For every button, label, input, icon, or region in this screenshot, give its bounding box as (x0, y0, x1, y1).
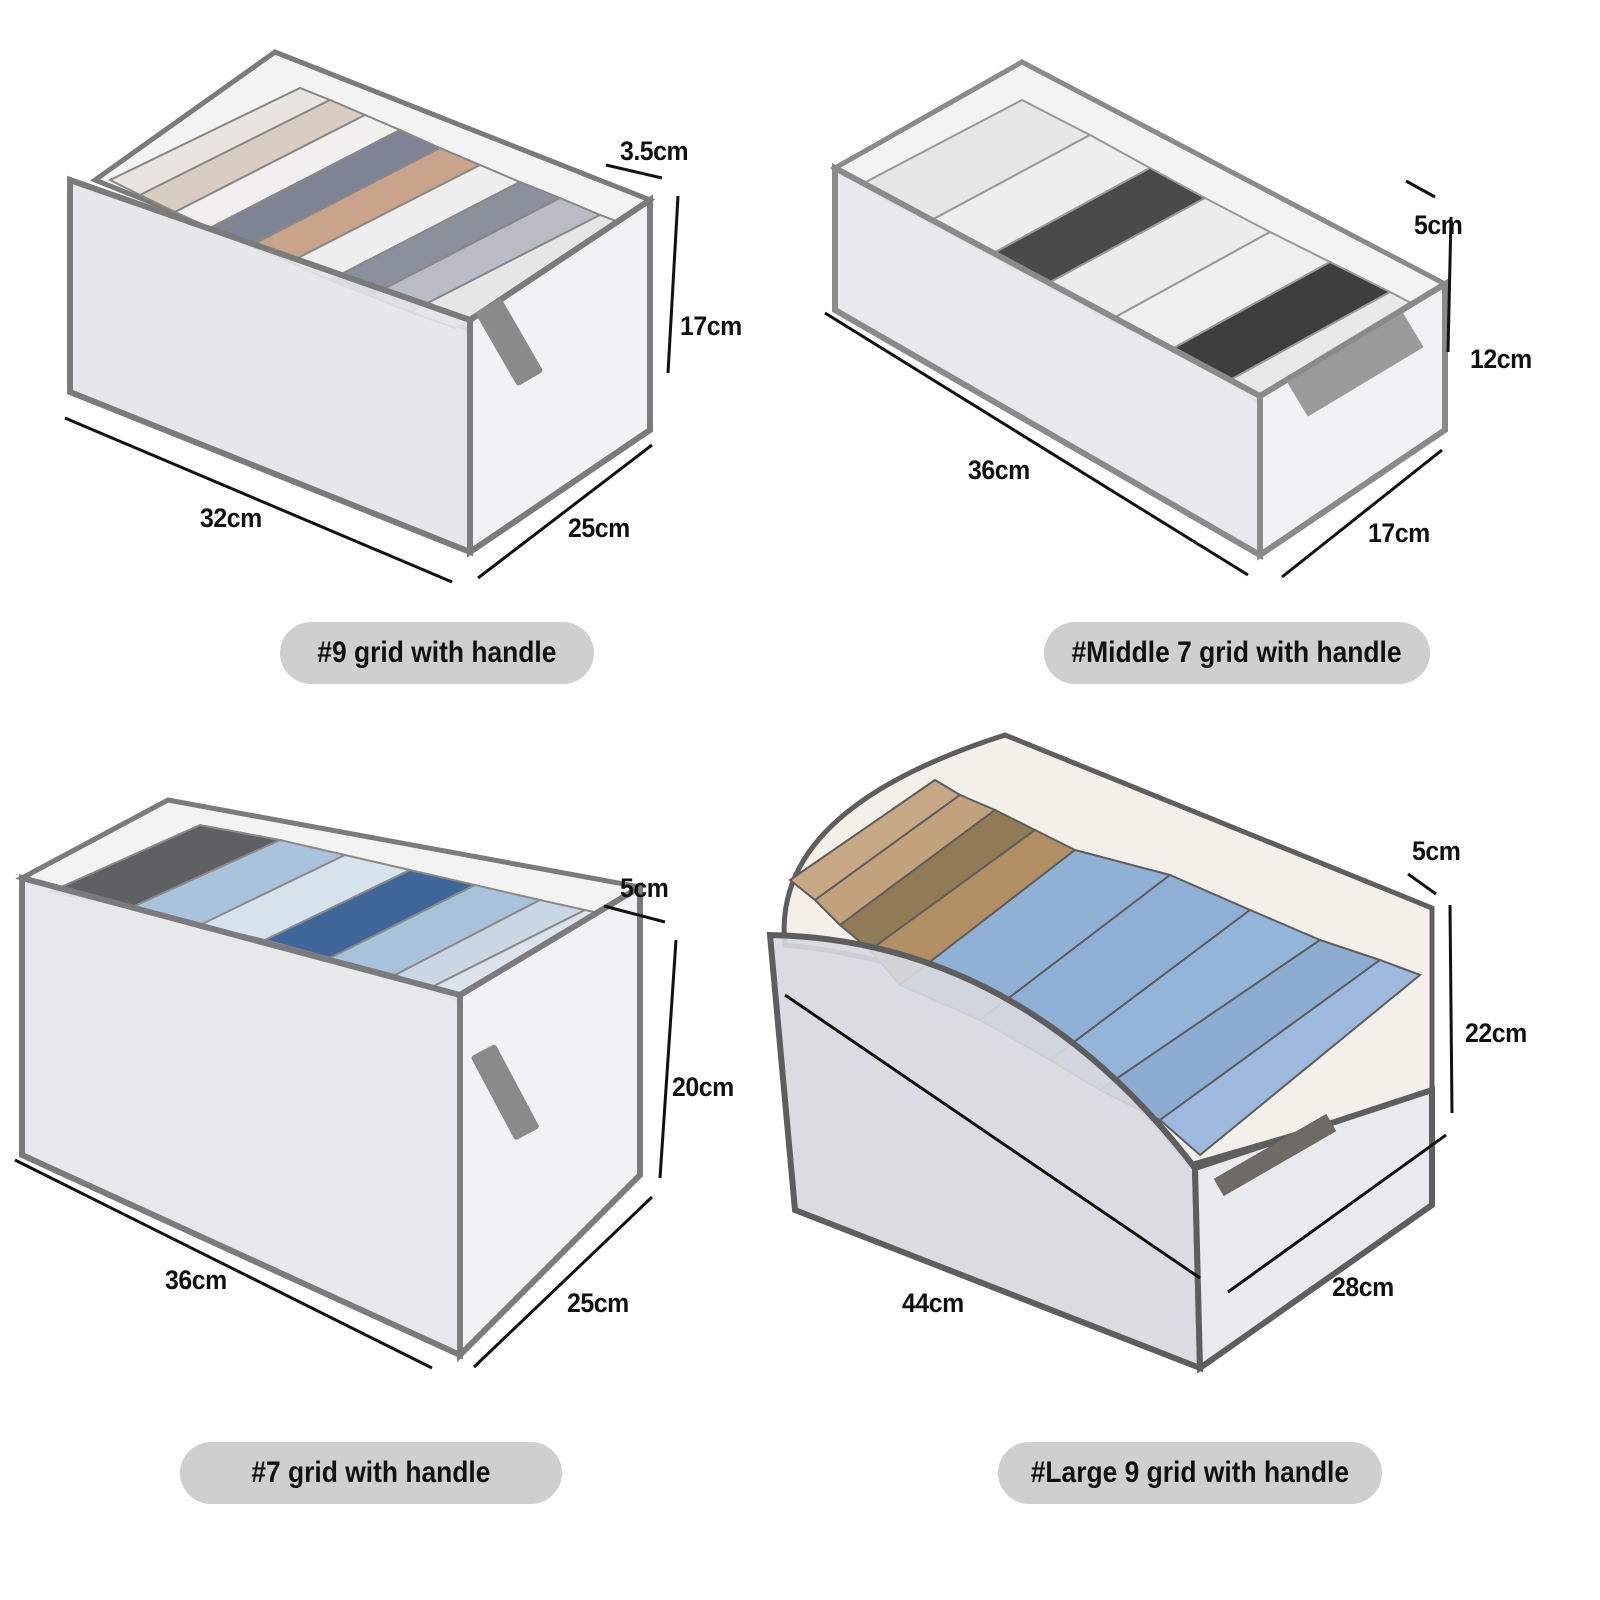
handle-strap (1287, 312, 1424, 417)
dimension-height: 12cm (1470, 344, 1532, 374)
dimension-length: 44cm (902, 1288, 964, 1318)
dimension-height: 22cm (1465, 1018, 1527, 1048)
product-7-grid: 36cm 25cm 20cm 5cm #7 grid with handle (0, 780, 800, 1560)
product-label-pill: #Middle 7 grid with handle (1044, 622, 1430, 684)
dimension-compartment: 5cm (1414, 210, 1463, 240)
product-label: #Large 9 grid with handle (1030, 1456, 1350, 1489)
product-large-9-grid: 44cm 28cm 22cm 5cm #Large 9 grid with ha… (760, 700, 1600, 1560)
handle-strap (476, 298, 543, 386)
dimension-height: 17cm (680, 311, 742, 341)
organizer-box-illustration (64, 49, 680, 584)
product-label: #9 grid with handle (317, 636, 557, 669)
product-middle-7-grid: 36cm 17cm 12cm 5cm #Middle 7 grid with h… (800, 0, 1600, 760)
product-9-grid: 32cm 25cm 17cm 3.5cm #9 grid with handle (0, 0, 800, 760)
dimension-width: 28cm (1332, 1272, 1394, 1302)
dimension-width: 25cm (567, 1288, 629, 1318)
dimension-length: 32cm (200, 503, 262, 533)
dimension-compartment: 3.5cm (620, 136, 689, 166)
dimension-height: 20cm (672, 1072, 734, 1102)
product-label-pill: #9 grid with handle (280, 622, 594, 684)
product-label-pill: #7 grid with handle (180, 1442, 562, 1504)
handle-strap (1213, 1113, 1337, 1197)
handle-strap (471, 1044, 539, 1140)
dimension-length: 36cm (968, 455, 1030, 485)
organizer-box-illustration (766, 732, 1454, 1374)
folded-clothes (788, 778, 1422, 1157)
organizer-box-illustration (14, 797, 678, 1370)
dimension-compartment: 5cm (620, 873, 669, 903)
dimension-width: 25cm (568, 513, 630, 543)
product-label-pill: #Large 9 grid with handle (998, 1442, 1382, 1504)
folded-clothes (107, 86, 648, 330)
dimension-width: 17cm (1368, 518, 1430, 548)
product-label: #Middle 7 grid with handle (1071, 636, 1403, 669)
product-label: #7 grid with handle (251, 1456, 491, 1489)
dimension-compartment: 5cm (1412, 836, 1461, 866)
organizer-box-illustration (824, 59, 1453, 579)
dimension-length: 36cm (165, 1265, 227, 1295)
